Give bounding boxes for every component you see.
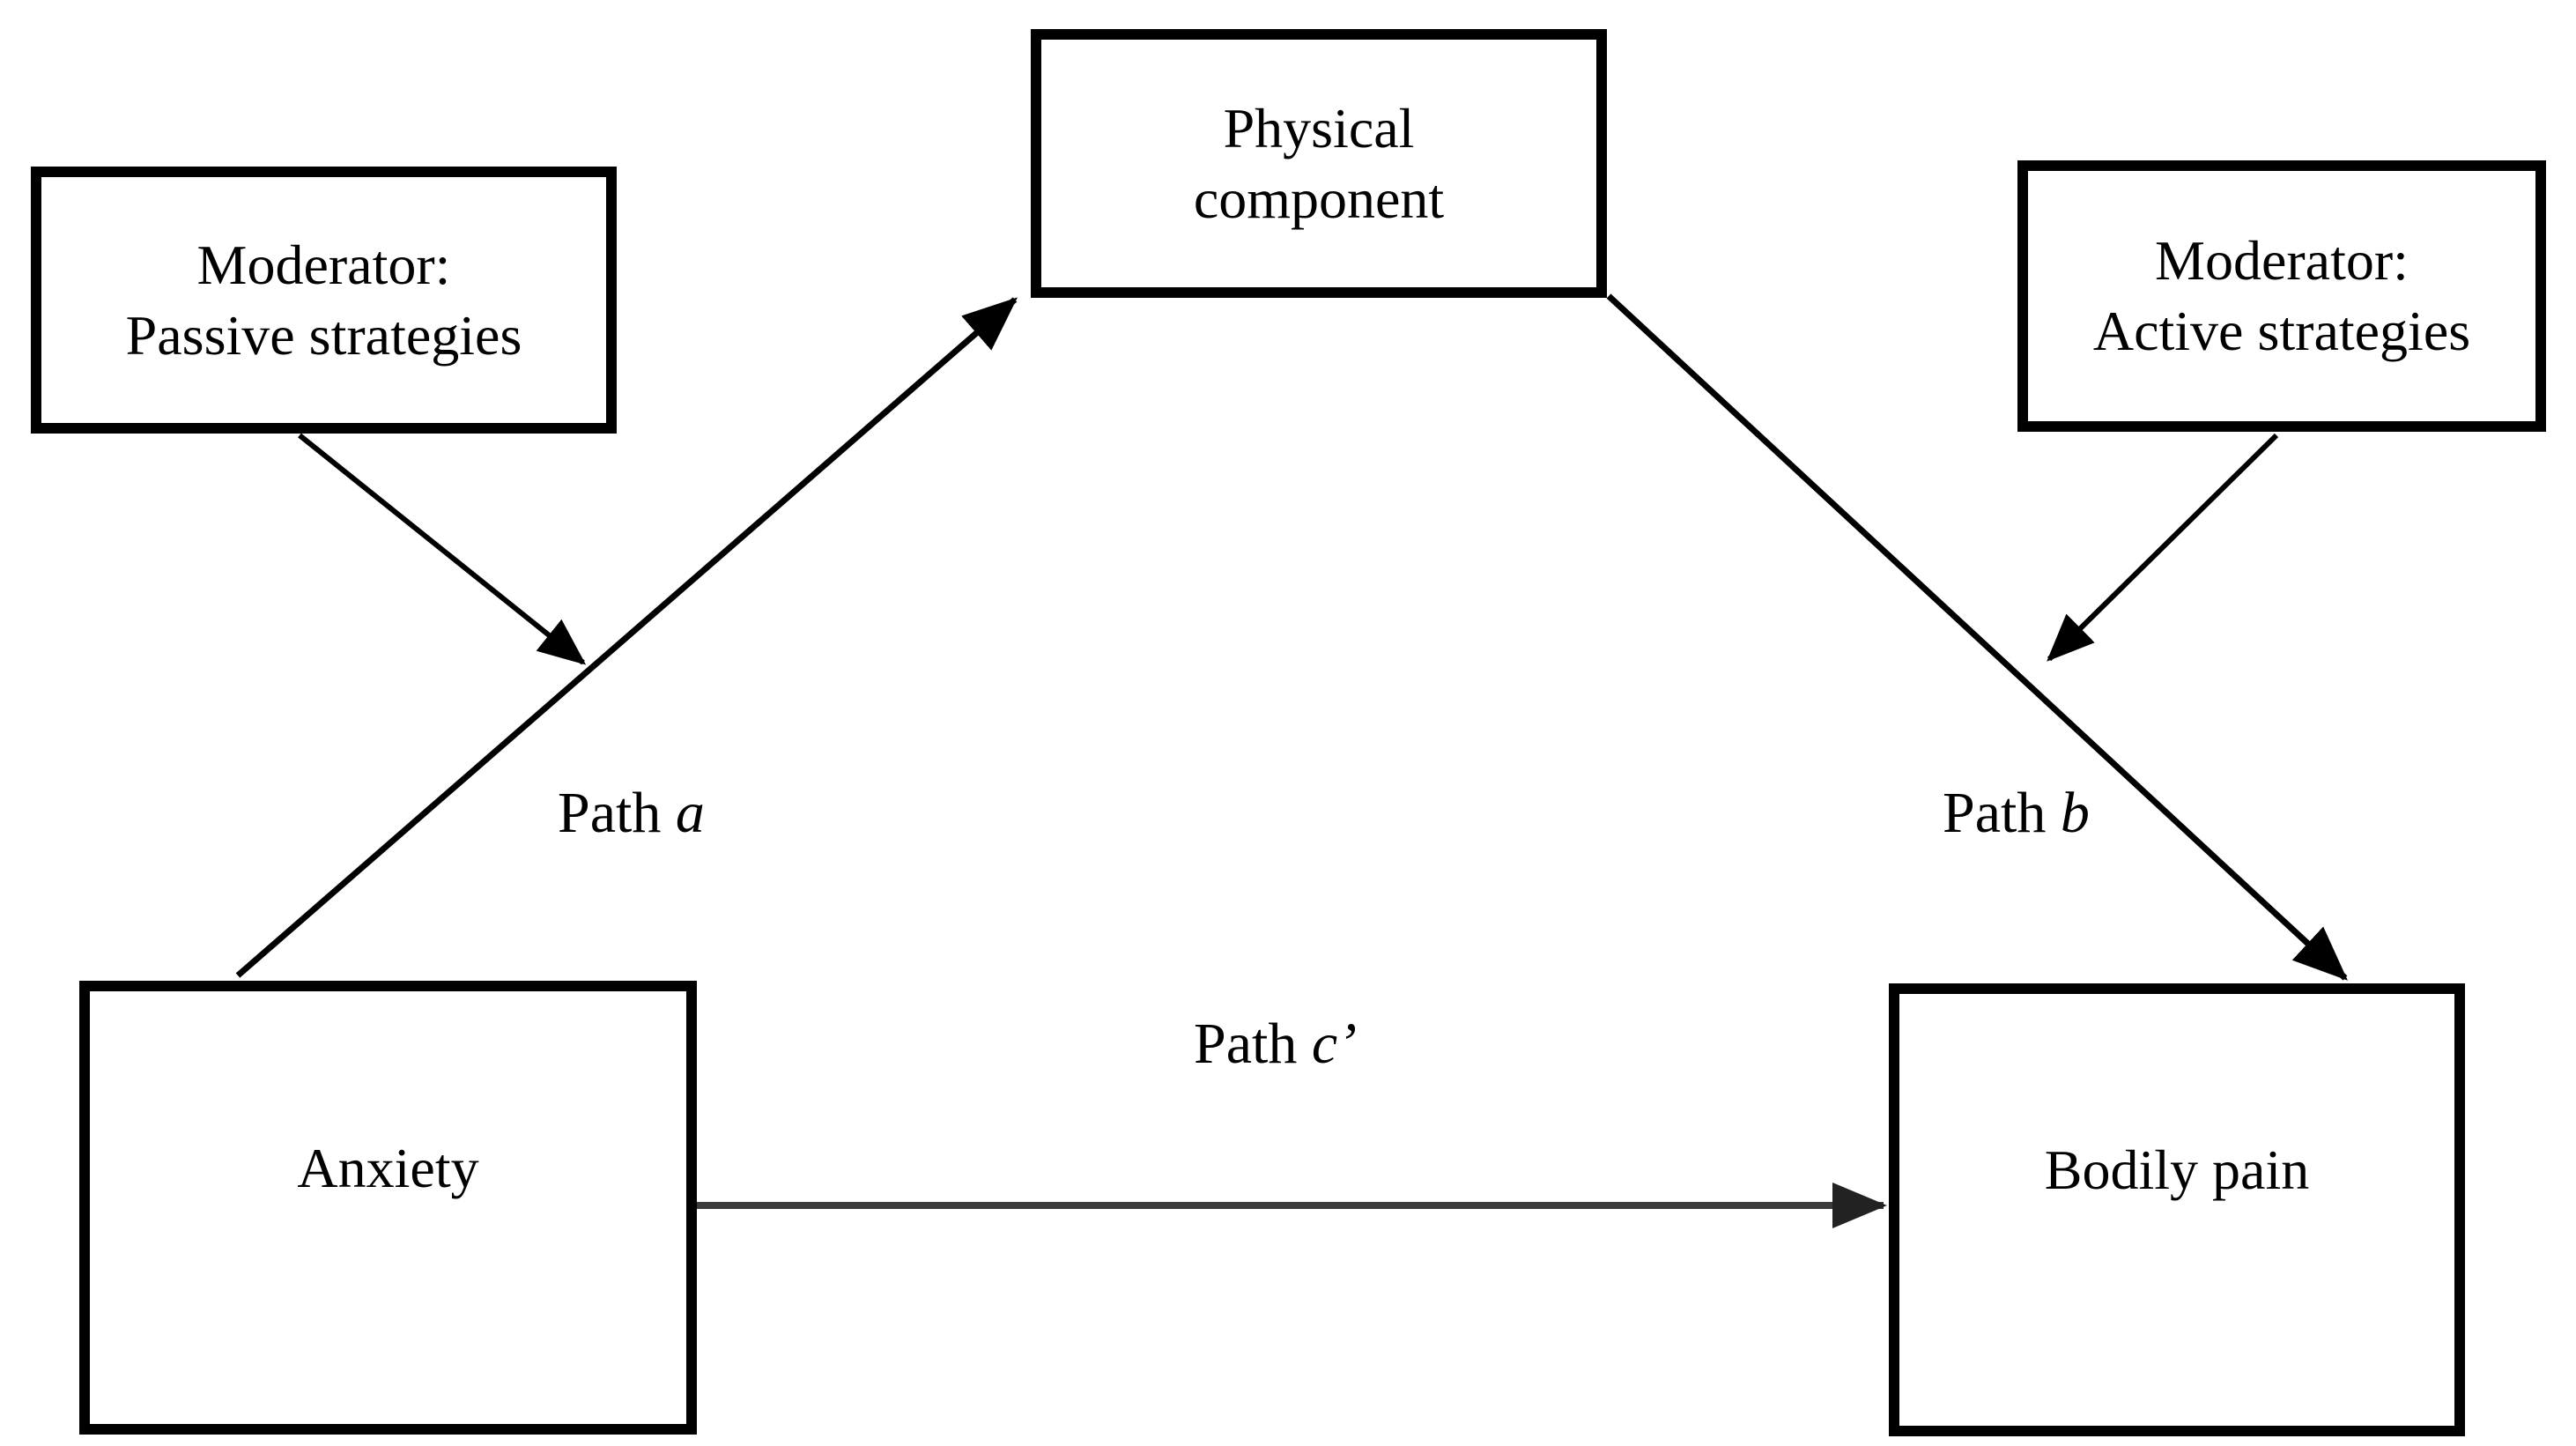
path-label-suffix: ’ (1337, 1012, 1358, 1076)
node-label-line: Passive strategies (125, 303, 522, 367)
node-physical-component: Physical component (1031, 29, 1607, 298)
node-label-line: Anxiety (297, 1136, 479, 1199)
node-anxiety: Anxiety (79, 981, 697, 1435)
node-moderator-passive-strategies: Moderator: Passive strategies (31, 167, 617, 434)
path-label-prefix: Path (1943, 781, 2061, 845)
moderator-passive-arrow (298, 433, 587, 665)
node-label-line: Moderator: (196, 233, 451, 296)
path-label-symbol: b (2060, 781, 2090, 845)
node-label-line: Bodily pain (2044, 1138, 2310, 1201)
path-c-label: Path c’ (1194, 1013, 1357, 1075)
node-label-line: Moderator: (2155, 229, 2409, 292)
node-label-line: Active strategies (2092, 300, 2471, 362)
path-b-arrow (1606, 293, 2348, 981)
node-label-line: Physical (1223, 96, 1415, 159)
path-a-arrow (235, 297, 1018, 978)
path-label-symbol: a (675, 781, 705, 845)
node-label-line: component (1193, 167, 1445, 230)
path-label-symbol: c (1311, 1012, 1338, 1076)
path-b-label: Path b (1943, 782, 2090, 844)
path-label-prefix: Path (558, 781, 676, 845)
path-label-prefix: Path (1194, 1012, 1312, 1076)
node-bodily-pain: Bodily pain (1889, 983, 2465, 1436)
moderator-active-arrow (2047, 433, 2279, 662)
node-moderator-active-strategies: Moderator: Active strategies (2017, 160, 2546, 432)
path-a-label: Path a (558, 782, 705, 844)
